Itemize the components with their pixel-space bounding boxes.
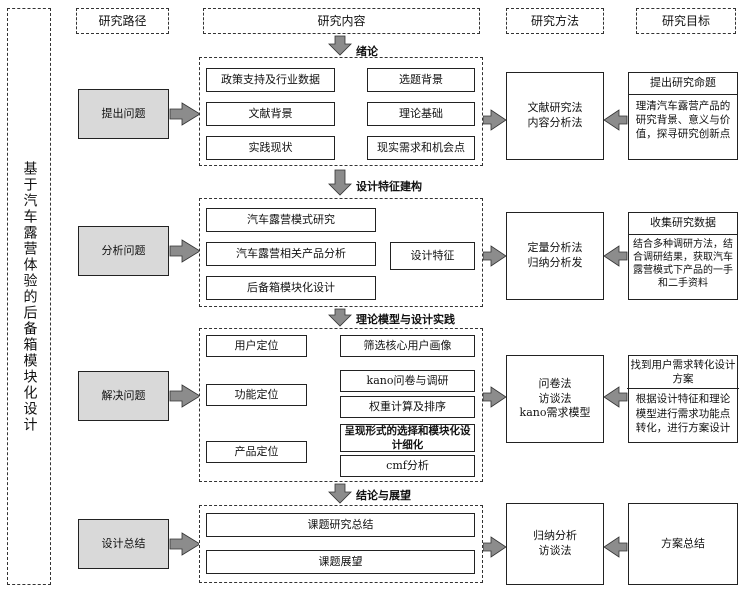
path-analyze-problem: 分析问题	[78, 226, 169, 276]
arrow-goal3-method	[603, 386, 628, 408]
content-weight-ranking: 权重计算及排序	[340, 396, 475, 418]
content-design-features: 设计特征	[390, 242, 475, 270]
arrow-content3-method	[482, 386, 507, 408]
arrow-down-3	[328, 308, 352, 327]
content-trunk-modular: 后备箱模块化设计	[206, 276, 376, 300]
stage-label-design-features: 设计特征建构	[356, 180, 422, 193]
goal-4: 方案总结	[628, 503, 738, 585]
method-quant-inductive: 定量分析法 归纳分析发	[506, 212, 604, 300]
side-title-box: 基于汽车露营体验的后备箱模块化设计	[7, 8, 51, 585]
arrow-p1-content	[169, 102, 201, 126]
content-topic-background: 选题背景	[367, 68, 475, 92]
method-survey-interview-kano: 问卷法 访谈法 kano需求模型	[506, 355, 604, 443]
content-core-persona: 筛选核心用户画像	[340, 335, 475, 357]
arrow-p3-content	[169, 384, 201, 408]
arrow-content2-method	[482, 245, 507, 267]
content-literature-background: 文献背景	[206, 102, 335, 126]
goal-3-text: 根据设计特征和理论模型进行需求功能点转化，进行方案设计	[635, 393, 731, 434]
content-cmf-analysis: cmf分析	[340, 455, 475, 477]
arrow-goal2-method	[603, 245, 628, 267]
arrow-down-2	[328, 169, 352, 196]
arrow-content4-method	[482, 536, 507, 558]
stage-label-conclusion: 结论与展望	[356, 489, 411, 502]
content-research-outlook: 课题展望	[206, 550, 475, 574]
header-research-content: 研究内容	[203, 8, 480, 34]
method-inductive-interview: 归纳分析 访谈法	[506, 503, 604, 585]
arrow-p2-content	[169, 239, 201, 263]
path-solve-problem: 解决问题	[78, 371, 169, 421]
content-camping-mode: 汽车露营模式研究	[206, 208, 376, 232]
header-research-method: 研究方法	[506, 8, 604, 34]
content-practice-status: 实践现状	[206, 136, 335, 160]
stage-label-intro: 绪论	[356, 45, 378, 58]
goal-2-title: 收集研究数据	[629, 213, 737, 235]
content-research-summary: 课题研究总结	[206, 513, 475, 537]
content-real-needs: 现实需求和机会点	[367, 136, 475, 160]
content-form-modular-detail: 呈现形式的选择和模块化设计细化	[340, 424, 475, 452]
header-research-goal: 研究目标	[636, 8, 736, 34]
goal-3: 找到用户需求转化设计方案 根据设计特征和理论模型进行需求功能点转化，进行方案设计	[627, 355, 739, 443]
content-policy-data: 政策支持及行业数据	[206, 68, 335, 92]
arrow-content1-method	[482, 109, 507, 131]
content-theory-basis: 理论基础	[367, 102, 475, 126]
content-user-positioning: 用户定位	[206, 335, 307, 357]
goal-2-text: 结合多种调研方法，结合调研结果，获取汽车露营模式下产品的一手和二手资料	[633, 238, 733, 289]
arrow-p4-content	[169, 532, 201, 556]
content-product-positioning: 产品定位	[206, 441, 307, 463]
goal-1-title: 提出研究命题	[629, 73, 737, 95]
header-research-path: 研究路径	[76, 8, 169, 34]
path-propose-problem: 提出问题	[78, 89, 169, 139]
goal-2: 收集研究数据 结合多种调研方法，结合调研结果，获取汽车露营模式下产品的一手和二手…	[628, 212, 738, 300]
content-related-products: 汽车露营相关产品分析	[206, 242, 376, 266]
path-design-summary: 设计总结	[78, 519, 169, 569]
content-kano-survey: kano问卷与调研	[340, 370, 475, 392]
content-function-positioning: 功能定位	[206, 384, 307, 406]
goal-1: 提出研究命题 理清汽车露营产品的研究背景、意义与价值，探寻研究创新点	[628, 72, 738, 160]
arrow-down-4	[328, 483, 352, 504]
goal-1-text: 理清汽车露营产品的研究背景、意义与价值，探寻研究创新点	[635, 99, 731, 141]
method-literature-content: 文献研究法 内容分析法	[506, 72, 604, 160]
arrow-goal4-method	[603, 536, 628, 558]
stage-label-theory-practice: 理论模型与设计实践	[356, 313, 455, 326]
flow-arrows	[169, 35, 628, 558]
arrow-goal1-method	[603, 109, 628, 131]
arrow-down-1	[328, 35, 352, 56]
goal-3-title: 找到用户需求转化设计方案	[627, 356, 739, 390]
side-title: 基于汽车露营体验的后备箱模块化设计	[21, 160, 38, 433]
